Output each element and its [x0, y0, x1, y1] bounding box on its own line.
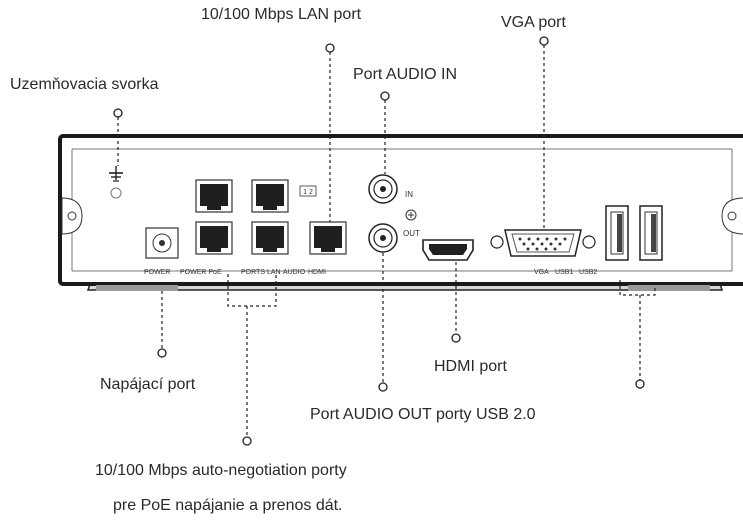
vga-panel-label: VGA	[534, 269, 549, 276]
ports-panel-label: PORTS	[241, 269, 265, 276]
audio-screw-icon	[405, 209, 417, 221]
usb1-port-icon	[605, 205, 629, 261]
poe-callout-line1: 10/100 Mbps auto-negotiation porty	[95, 462, 347, 479]
power-panel-label: POWER	[144, 269, 170, 276]
poe-port-3-icon	[195, 221, 233, 255]
audio-in-endpoint	[380, 91, 390, 101]
usb2-port-icon	[639, 205, 663, 261]
power-poe-panel-label: POWER PoE	[180, 269, 222, 276]
hdmi-panel-label: HDMI	[308, 269, 326, 276]
leader-endpoints	[113, 36, 645, 446]
right-screw-icon	[721, 197, 743, 235]
audio-panel-label: AUDIO	[283, 269, 306, 276]
port-group-marker-box	[299, 185, 317, 197]
panel-label-row: POWER POWER PoE PORTS LAN AUDIO HDMI VGA…	[144, 269, 597, 276]
usb-bracket	[619, 280, 656, 296]
power-port-callout: Napájací port	[100, 376, 196, 393]
port-group-marker-text: 1 2	[303, 189, 313, 196]
poe-port-4-icon	[251, 221, 289, 255]
audio-in-callout: Port AUDIO IN	[353, 66, 458, 83]
audio-out-label: OUT	[403, 229, 420, 238]
grounding-callout: Uzemňovacia svorka	[10, 76, 159, 93]
lan-port-icon	[309, 221, 347, 255]
usb2-panel-label: USB2	[579, 269, 597, 276]
left-screw-icon	[61, 197, 83, 235]
poe-bracket	[227, 274, 277, 307]
hdmi-port-icon	[422, 239, 474, 261]
hdmi-port-callout: HDMI port	[434, 358, 507, 375]
power-jack-icon	[145, 227, 179, 259]
lan-panel-label: LAN	[267, 269, 281, 276]
lan-port-callout: 10/100 Mbps LAN port	[201, 6, 362, 23]
power-endpoint	[157, 348, 167, 358]
audio-out-jack-icon	[368, 223, 398, 253]
lan-endpoint	[325, 43, 335, 53]
poe-port-1-icon	[195, 179, 233, 213]
ground-endpoint	[113, 108, 123, 118]
audio-out-endpoint	[378, 382, 388, 392]
leader-lines	[117, 45, 656, 437]
vga-port-icon	[490, 229, 596, 257]
poe-callout-line2: pre PoE napájanie a prenos dát.	[113, 497, 343, 514]
vga-endpoint	[539, 36, 549, 46]
poe-port-2-icon	[251, 179, 289, 213]
audio-in-jack-icon	[368, 174, 398, 204]
usb1-panel-label: USB1	[555, 269, 573, 276]
audio-in-label: IN	[405, 190, 413, 199]
audio-out-usb-callout: Port AUDIO OUT porty USB 2.0	[310, 406, 536, 423]
ground-terminal-icon	[109, 166, 123, 199]
usb-endpoint	[635, 379, 645, 389]
poe-endpoint	[242, 436, 252, 446]
hdmi-endpoint	[451, 333, 461, 343]
vga-port-callout: VGA port	[501, 14, 566, 31]
